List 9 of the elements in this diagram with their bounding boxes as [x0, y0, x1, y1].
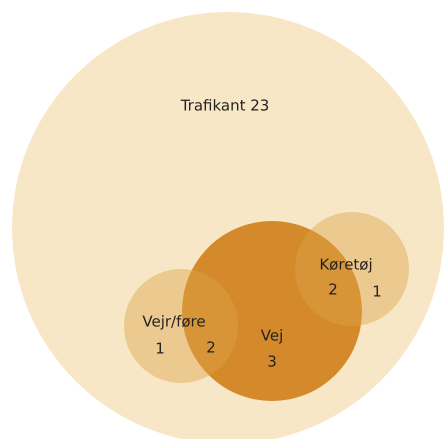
count-number: 2 [206, 340, 216, 356]
count-number: 1 [155, 342, 165, 356]
count-number: 1 [372, 284, 382, 300]
set-label: Køretøj [319, 258, 373, 272]
set-label: Vejr/føre [142, 314, 206, 330]
count-number: 3 [267, 354, 277, 370]
set-label: Trafikant 23 [180, 98, 270, 114]
set-label: Vej [260, 328, 284, 344]
count-number: 2 [328, 282, 338, 298]
